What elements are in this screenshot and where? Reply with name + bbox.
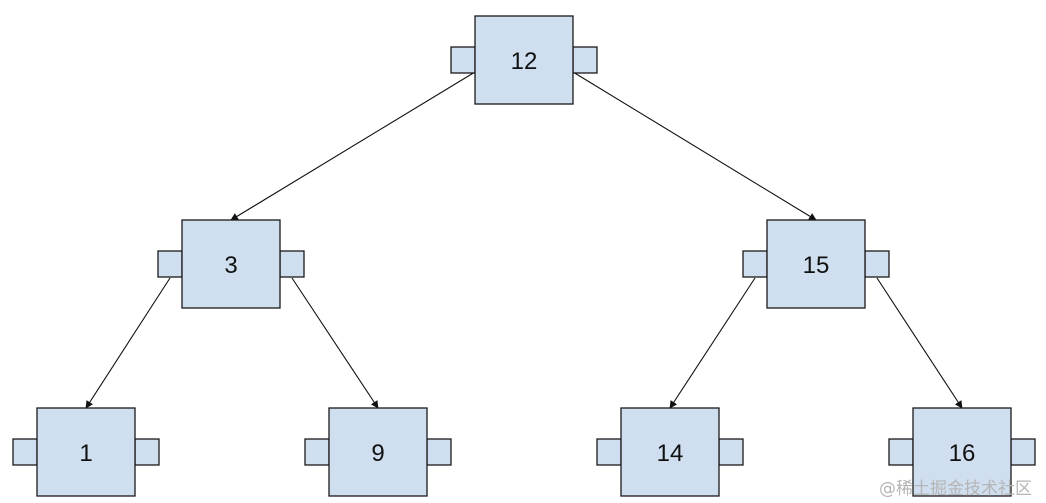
right-pointer-tab (718, 438, 744, 466)
tree-node-16: 16 (888, 407, 1036, 497)
edge-n15-to-n16 (876, 277, 963, 409)
right-pointer-tab (134, 438, 160, 466)
watermark-text: @稀土掘金技术社区 (879, 479, 1032, 499)
right-pointer-tab (572, 46, 598, 74)
node-value-label: 15 (803, 252, 830, 279)
left-pointer-tab (888, 438, 914, 466)
left-pointer-tab (157, 250, 183, 278)
edge-n15-to-n14 (669, 277, 756, 409)
right-pointer-tab (864, 250, 890, 278)
node-box (328, 407, 428, 497)
edge-n12-to-n15 (572, 71, 817, 221)
tree-node-12: 12 (450, 15, 598, 105)
right-pointer-tab (1010, 438, 1036, 466)
tree-node-3: 3 (157, 219, 305, 309)
edge-n3-to-n9 (291, 277, 379, 409)
node-value-label: 14 (657, 440, 684, 467)
node-box (36, 407, 136, 497)
tree-node-1: 1 (12, 407, 160, 497)
left-pointer-tab (450, 46, 476, 74)
tree-node-14: 14 (596, 407, 744, 497)
tree-node-15: 15 (742, 219, 890, 309)
left-pointer-tab (596, 438, 622, 466)
node-value-label: 1 (79, 440, 92, 467)
edges-layer (85, 71, 963, 409)
node-value-label: 9 (371, 440, 384, 467)
node-box (620, 407, 720, 497)
node-box (181, 219, 281, 309)
right-pointer-tab (426, 438, 452, 466)
node-box (766, 219, 866, 309)
node-value-label: 3 (224, 252, 237, 279)
right-pointer-tab (279, 250, 305, 278)
edge-n3-to-n1 (85, 277, 171, 409)
node-box (474, 15, 574, 105)
nodes-layer: 12 3 15 1 9 14 16 (12, 15, 1036, 497)
node-value-label: 16 (949, 440, 976, 467)
node-box (912, 407, 1012, 497)
left-pointer-tab (304, 438, 330, 466)
left-pointer-tab (12, 438, 38, 466)
left-pointer-tab (742, 250, 768, 278)
node-value-label: 12 (511, 48, 538, 75)
tree-node-9: 9 (304, 407, 452, 497)
edge-n12-to-n3 (230, 71, 476, 221)
